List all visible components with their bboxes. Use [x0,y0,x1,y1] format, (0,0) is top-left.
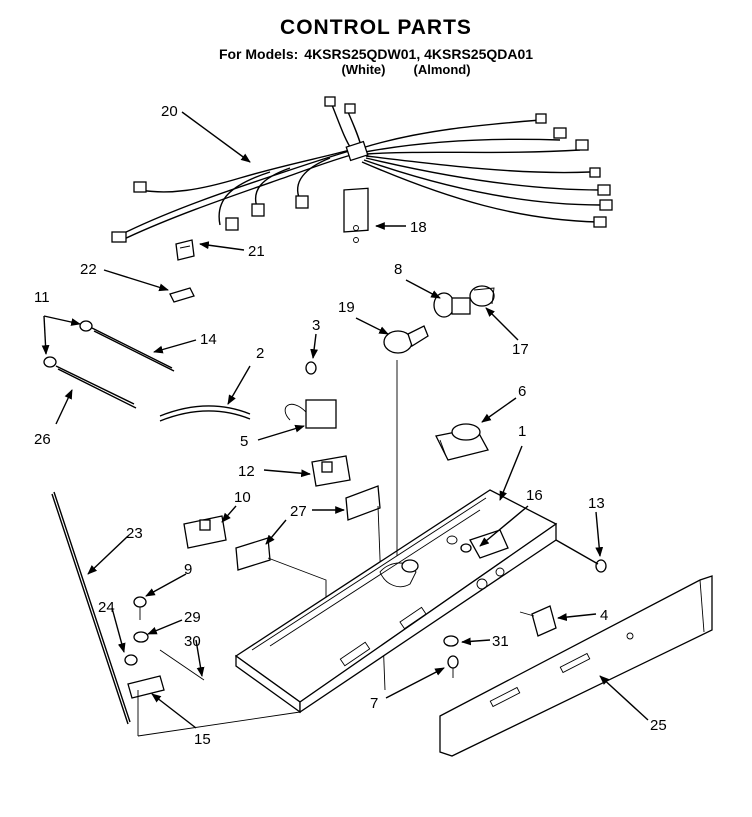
light-socket-part [433,285,495,318]
callout-25: 25 [650,717,667,734]
callout-11: 11 [34,289,50,306]
callout-22: 22 [80,261,97,278]
callout-4: 4 [600,607,608,624]
wire-harness-part [111,96,613,243]
bracket-part-12 [311,455,351,487]
callout-24: 24 [98,599,115,616]
callout-13: 13 [588,495,605,512]
callout-21: 21 [248,243,265,260]
bracket-part-10 [183,515,227,549]
light-bulb-part [383,325,429,354]
nut-screw-part [443,635,459,678]
diagram-title: CONTROL PARTS [280,16,472,39]
model-numbers: 4KSRS25QDW01, 4KSRS25QDA01 [304,46,534,62]
hardware-stack-part [124,596,205,736]
callout-23: 23 [126,525,143,542]
models-label: For Models: [218,46,299,62]
callout-numbers: 20 18 21 22 8 19 17 11 14 3 2 26 5 6 1 1… [34,103,667,748]
callout-5: 5 [240,433,248,450]
callout-3: 3 [312,317,320,334]
callout-12: 12 [238,463,255,480]
callout-26: 26 [34,431,51,448]
callout-8: 8 [394,261,402,278]
screw-part-13 [555,539,607,573]
callout-10: 10 [234,489,251,506]
callout-7: 7 [370,695,378,712]
callout-16: 16 [526,487,543,504]
bracket-part-22 [169,287,195,303]
callout-27: 27 [290,503,307,520]
knob-shaft-parts [43,320,175,409]
callout-6: 6 [518,383,526,400]
capillary-tube-part [159,405,251,422]
callout-2: 2 [256,345,264,362]
callout-18: 18 [410,219,427,236]
light-switch-part [519,605,557,637]
clip-part-21 [175,239,195,261]
label-part-27 [235,485,386,691]
model-line: For Models: 4KSRS25QDW01, 4KSRS25QDA01 [0,46,752,62]
callout-leaders [41,111,649,729]
rod-part-23 [51,491,131,725]
callout-30: 30 [184,633,201,650]
callout-1: 1 [518,423,526,440]
color-almond-label: (Almond) [413,62,471,77]
callout-14: 14 [200,331,217,348]
callout-19: 19 [338,299,355,316]
control-label-part [343,187,369,243]
cold-control-part [435,423,489,461]
color-line: (White) (Almond) [0,62,752,77]
trim-strip-part [439,575,713,757]
defrost-control-part [284,361,337,429]
callout-9: 9 [184,561,192,578]
color-white-label: (White) [341,62,386,77]
callout-31: 31 [492,633,509,650]
callout-17: 17 [512,341,529,358]
callout-29: 29 [184,609,201,626]
callout-20: 20 [161,103,178,120]
callout-15: 15 [194,731,211,748]
